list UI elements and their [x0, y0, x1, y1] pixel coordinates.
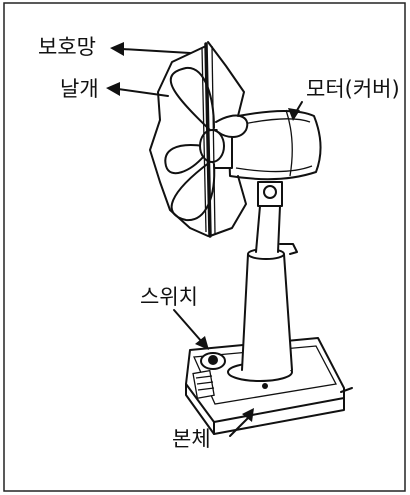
label-blade: 날개 — [60, 77, 99, 101]
speed-buttons — [192, 369, 215, 399]
arrow-switch — [173, 309, 209, 350]
frame-border — [3, 2, 406, 492]
arrow-body — [229, 408, 254, 437]
switch-knob — [200, 352, 226, 370]
stand-pole — [241, 181, 298, 371]
fan-guard — [149, 41, 247, 238]
arrow-guard — [110, 42, 191, 56]
label-motor: 모터(커버) — [306, 77, 400, 101]
label-body: 본체 — [172, 427, 211, 451]
label-switch: 스위치 — [140, 285, 198, 309]
label-guard: 보호망 — [38, 35, 96, 59]
arrow-blade — [106, 82, 169, 97]
arrow-motor — [288, 101, 303, 121]
